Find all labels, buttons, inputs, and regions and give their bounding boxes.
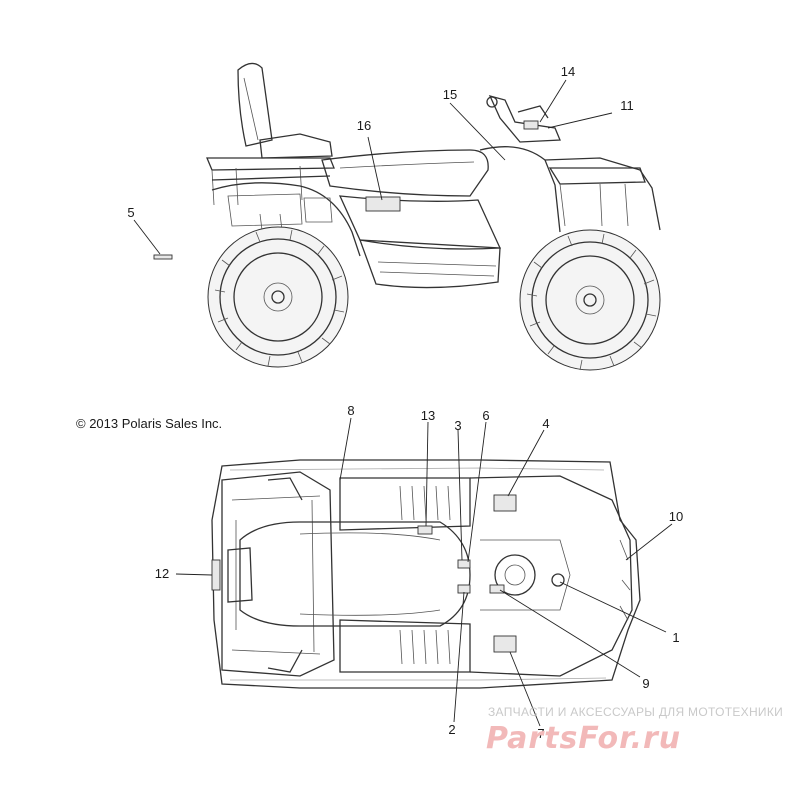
callout-11: 11	[620, 98, 634, 113]
callout-15: 15	[443, 87, 457, 102]
watermark: ЗАПЧАСТИ И АКСЕССУАРЫ ДЛЯ МОТОТЕХНИКИ Pa…	[486, 705, 783, 756]
decal-13	[417, 525, 433, 535]
callout-10: 10	[669, 509, 683, 524]
atv-side-view	[153, 62, 661, 371]
callout-1: 1	[672, 630, 679, 645]
callout-14: 14	[561, 64, 575, 79]
decal-6	[457, 559, 471, 569]
callout-2: 2	[448, 722, 455, 737]
copyright-notice: © 2013 Polaris Sales Inc.	[76, 416, 222, 431]
callout-13: 13	[421, 408, 435, 423]
callout-labels: 1 2 3 4 5 6 7 8 9 10 11 12 13 14 15 16	[127, 64, 683, 741]
callout-8: 8	[347, 403, 354, 418]
callout-6: 6	[482, 408, 489, 423]
watermark-tagline: ЗАПЧАСТИ И АКСЕССУАРЫ ДЛЯ МОТОТЕХНИКИ	[488, 705, 783, 719]
decal-4	[493, 494, 517, 512]
decal-5	[153, 254, 173, 260]
decal-12	[211, 559, 221, 591]
leader-lines	[133, 79, 673, 727]
callout-16: 16	[357, 118, 371, 133]
callout-3: 3	[454, 418, 461, 433]
decal-14	[523, 120, 539, 130]
decal-7	[493, 635, 517, 653]
atv-top-view	[211, 459, 641, 689]
watermark-logo: PartsFor.ru	[486, 721, 681, 756]
decal-16	[365, 196, 401, 212]
callout-9: 9	[642, 676, 649, 691]
decal-9	[489, 584, 505, 594]
decal-2	[457, 584, 471, 594]
callout-4: 4	[542, 416, 549, 431]
callout-12: 12	[155, 566, 169, 581]
callout-7: 7	[537, 726, 544, 741]
callout-5: 5	[127, 205, 134, 220]
